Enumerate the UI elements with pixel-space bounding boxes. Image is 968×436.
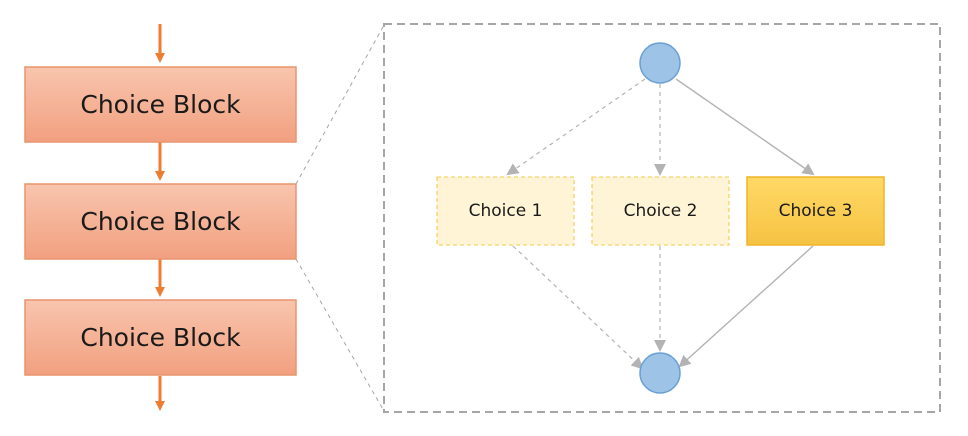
choice-2: Choice 2 — [591, 176, 730, 246]
choice-3: Choice 3 — [746, 176, 885, 246]
zoom-projection-lines — [295, 24, 385, 412]
choice-block-1-label: Choice Block — [80, 90, 241, 119]
choice-1: Choice 1 — [436, 176, 575, 246]
connectors — [506, 78, 815, 370]
connector-choice-3-end — [678, 245, 814, 368]
end-node — [639, 352, 681, 394]
choice-2-label: Choice 2 — [624, 201, 698, 221]
zoom-line-top — [295, 24, 385, 185]
choice-3-label: Choice 3 — [779, 201, 853, 221]
choice-block-1: Choice Block — [24, 66, 297, 143]
start-node — [639, 42, 681, 84]
choice-block-2-label: Choice Block — [80, 207, 241, 236]
connector-start-choice-3 — [675, 78, 815, 176]
choice-1-label: Choice 1 — [469, 201, 543, 221]
connector-start-choice-1 — [506, 78, 646, 176]
zoom-line-bottom — [295, 258, 385, 412]
choice-block-2: Choice Block — [24, 183, 297, 260]
choice-block-3-label: Choice Block — [80, 323, 241, 352]
choice-block-3: Choice Block — [24, 299, 297, 376]
zoom-frame — [383, 23, 941, 413]
connector-choice-1-end — [512, 245, 644, 370]
